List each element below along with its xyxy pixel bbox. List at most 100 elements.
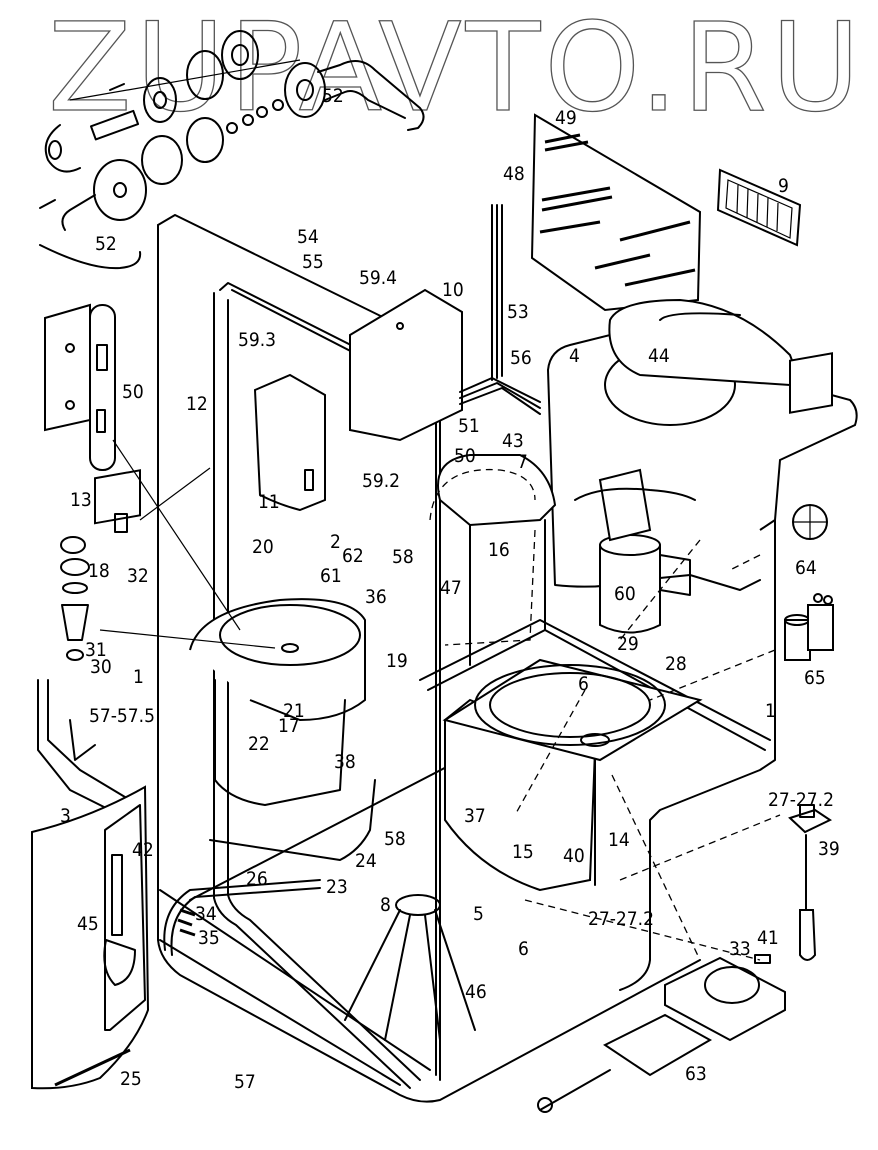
callout-8: 8	[380, 894, 391, 916]
door-handle-assembly-top	[39, 30, 425, 270]
callout-35: 35	[198, 927, 220, 949]
callout-44: 44	[648, 345, 670, 367]
callout-59-2: 59.2	[362, 470, 400, 492]
callout-3: 3	[60, 805, 71, 827]
callout-21: 21	[283, 700, 305, 722]
callout-1: 1	[133, 666, 144, 688]
callout-64: 64	[795, 557, 817, 579]
switch-plate	[94, 469, 141, 533]
callout-32: 32	[127, 565, 149, 587]
callout-47: 47	[440, 577, 462, 599]
callout-59-4: 59.4	[359, 267, 397, 289]
callout-34: 34	[195, 903, 217, 925]
drain-parts	[60, 536, 90, 661]
slide-valve	[537, 954, 786, 1113]
callout-28: 28	[665, 653, 687, 675]
callout-13: 13	[70, 489, 92, 511]
callout-4: 4	[569, 345, 580, 367]
callout-15: 15	[512, 841, 534, 863]
corner-trim	[37, 679, 131, 811]
waste-tank	[442, 658, 703, 892]
callout-62: 62	[342, 545, 364, 567]
callout-46: 46	[465, 981, 487, 1003]
brush-door-panel	[31, 785, 150, 1090]
callout-50: 50	[454, 445, 476, 467]
callout-38: 38	[334, 751, 356, 773]
callout-51: 51	[458, 415, 480, 437]
callout-16: 16	[488, 539, 510, 561]
assembly-leader-lines	[99, 439, 781, 961]
watermark: ZUPAVTO.RU	[48, 0, 864, 139]
callout-24: 24	[355, 850, 377, 872]
callout-27-27-2: 27-27.2	[768, 789, 834, 811]
callout-19: 19	[386, 650, 408, 672]
callout-40: 40	[563, 845, 585, 867]
callout-12: 12	[186, 393, 208, 415]
callout-6: 6	[578, 673, 589, 695]
callout-59-3: 59.3	[238, 329, 276, 351]
callout-41: 41	[757, 927, 779, 949]
callout-57: 57	[234, 1071, 256, 1093]
callout-6: 6	[518, 938, 529, 960]
callout-29: 29	[617, 633, 639, 655]
callout-58: 58	[392, 546, 414, 568]
callout-labels: 52 52 49 48 9 54 55 59.4 10 53 59.3 56 4…	[60, 85, 840, 1093]
brushes	[344, 894, 476, 1041]
callout-23: 23	[326, 876, 348, 898]
callout-48: 48	[503, 163, 525, 185]
callout-37: 37	[464, 805, 486, 827]
callout-30: 30	[90, 656, 112, 678]
callout-17: 17	[278, 715, 300, 737]
callout-39: 39	[818, 838, 840, 860]
fresh-water-tank	[429, 454, 557, 666]
callout-1: 1	[765, 700, 776, 722]
callout-25: 25	[120, 1068, 142, 1090]
hose	[163, 879, 321, 956]
callout-33: 33	[729, 938, 751, 960]
relay-unit	[784, 593, 834, 661]
callout-42: 42	[132, 839, 154, 861]
callout-49: 49	[555, 107, 577, 129]
callout-57-57-5: 57-57.5	[89, 705, 155, 727]
sink	[189, 598, 376, 861]
callout-54: 54	[297, 226, 319, 248]
callout-2: 2	[330, 531, 341, 553]
callout-11: 11	[258, 491, 280, 513]
callout-53: 53	[507, 301, 529, 323]
mirror	[530, 113, 702, 312]
callout-22: 22	[248, 733, 270, 755]
callout-50: 50	[122, 381, 144, 403]
callout-63: 63	[685, 1063, 707, 1085]
callout-10: 10	[442, 279, 464, 301]
callout-14: 14	[608, 829, 630, 851]
callout-45: 45	[77, 913, 99, 935]
callout-60: 60	[614, 583, 636, 605]
lock-plate	[44, 303, 116, 471]
callout-7: 7	[517, 451, 528, 473]
pump	[574, 468, 696, 634]
fan-unit	[789, 352, 833, 540]
callout-20: 20	[252, 536, 274, 558]
paper-dispenser	[253, 288, 463, 512]
callout-27-27-2: 27-27.2	[588, 908, 654, 930]
callout-52: 52	[322, 85, 344, 107]
callout-61: 61	[320, 565, 342, 587]
toilet-unit	[547, 298, 858, 591]
callout-36: 36	[365, 586, 387, 608]
callout-65: 65	[804, 667, 826, 689]
callout-9: 9	[778, 175, 789, 197]
callout-55: 55	[302, 251, 324, 273]
vent-grille	[716, 168, 802, 247]
callout-5: 5	[473, 903, 484, 925]
callout-58: 58	[384, 828, 406, 850]
callout-43: 43	[502, 430, 524, 452]
callout-31: 31	[85, 639, 107, 661]
callout-18: 18	[88, 560, 110, 582]
conduits	[459, 204, 541, 415]
callout-52: 52	[95, 233, 117, 255]
callout-26: 26	[246, 868, 268, 890]
callout-56: 56	[510, 347, 532, 369]
key-tool	[788, 804, 833, 961]
